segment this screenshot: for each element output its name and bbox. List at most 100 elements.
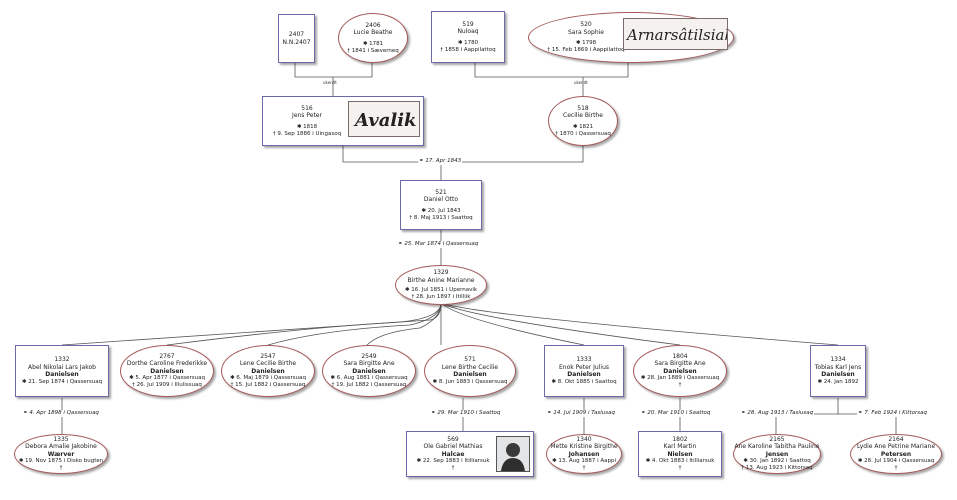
person-surname: Danielsen	[453, 371, 487, 379]
person-name: Ane Karoline Tabitha Pauline	[734, 443, 820, 451]
person-name: Dorthe Caroline Frederikke	[126, 360, 208, 368]
death-date: † 1858 i Aappilattoq	[440, 46, 496, 53]
birth-date: ✱ 8. Jun 1883 i Qassersuaq	[432, 378, 508, 385]
union-label: ⚭ 20. Mar 1910 i Saattoq	[640, 410, 712, 417]
person-2407[interactable]: 2407 N.N.2407	[278, 14, 315, 63]
person-surname: Danielsen	[150, 367, 184, 375]
person-id: 2406	[365, 21, 381, 29]
birth-date: ✱ 13. Aug 1887 i Aappi	[551, 458, 616, 465]
person-surname: Johansen	[568, 450, 600, 458]
person-surname: Danielsen	[352, 367, 386, 375]
person-2767[interactable]: 2767 Dorthe Caroline Frederikke Danielse…	[120, 345, 214, 397]
person-name: N.N.2407	[282, 38, 311, 46]
person-id: 1335	[53, 435, 69, 443]
person-519[interactable]: 519 Nuloaq ✱ 1780 † 1858 i Aappilattoq	[431, 11, 505, 63]
death-date: †	[59, 465, 63, 472]
person-id: 2549	[361, 352, 377, 360]
person-id: 1340	[576, 435, 592, 443]
person-id: 569	[447, 435, 459, 443]
person-id: 1329	[433, 269, 449, 277]
union-label: ⚭ 4. Apr 1898 i Qassersuaq	[22, 410, 100, 417]
person-1340[interactable]: 1340 Mette Kristine Birgithe Johansen ✱ …	[546, 434, 622, 474]
person-2549[interactable]: 2549 Sara Birgitte Ane Danielsen ✱ 6. Au…	[322, 345, 416, 397]
death-date: †	[894, 465, 898, 472]
signature-image: Avalik	[348, 101, 420, 137]
person-name: Daniel Otto	[423, 196, 459, 204]
person-id: 1802	[672, 435, 688, 443]
death-date: † 28. Jun 1897 i Itilliik	[411, 294, 471, 300]
death-date: † 19. Jul 1882 i Qassersuaq	[331, 382, 407, 389]
person-521[interactable]: 521 Daniel Otto ✱ 20. Jul 1843 † 8. Maj …	[400, 180, 482, 230]
death-date: † 15. Jul 1882 i Qassersuaq	[230, 382, 306, 389]
person-1333[interactable]: 1333 Enok Peter Julius Danielsen ✱ 8. Ok…	[544, 345, 624, 397]
union-label: ⚭ 7. Feb 1924 i Kittorsaq	[857, 410, 928, 417]
person-id: 1334	[830, 356, 846, 364]
person-1334[interactable]: 1334 Tobias Karl Jens Danielsen ✱ 24. Ja…	[810, 345, 866, 397]
birth-date: ✱ 1780	[457, 39, 479, 46]
person-1804[interactable]: 1804 Sara Birgitte Ane Danielsen ✱ 28. J…	[633, 345, 727, 397]
union-label: ⚭ 14. Jul 1909 i Tasiusaq	[546, 410, 617, 417]
person-surname: Jensen	[765, 450, 789, 458]
person-name: Mette Kristine Birgithe	[550, 443, 618, 451]
person-1802[interactable]: 1802 Karl Martin Nielsen ✱ 4. Okt 1883 i…	[638, 431, 722, 477]
signature-text: Arnarsâtilsiak	[625, 26, 727, 44]
union-label: ⚭ 25. Mar 1874 i Qassersuaq	[397, 241, 480, 248]
person-id: 2547	[260, 352, 276, 360]
person-571[interactable]: 571 Lene Birthe Cecilie Danielsen ✱ 8. J…	[424, 345, 516, 397]
person-2406[interactable]: 2406 Lucie Beathe ✱ 1781 † 1841 i Sævern…	[338, 13, 408, 63]
birth-date: ✱ 1818	[296, 123, 318, 130]
death-date: †	[678, 465, 682, 472]
person-2547[interactable]: 2547 Lene Cecilie Birthe Danielsen ✱ 6. …	[221, 345, 315, 397]
death-date: †	[678, 382, 682, 389]
person-id: 2767	[159, 352, 175, 360]
person-518[interactable]: 518 Cecilie Birthe ✱ 1821 † 1870 i Qasse…	[548, 96, 618, 146]
death-date: † 1841 i Sæverneq	[347, 47, 399, 54]
person-id: 2165	[769, 435, 785, 443]
person-1329[interactable]: 1329 Birthe Anine Marianne ✱ 16. Jul 185…	[395, 265, 487, 305]
person-2164[interactable]: 2164 Lydie Ane Petrine Mariane Petersen …	[850, 434, 942, 474]
person-name: Jens Peter	[292, 112, 322, 120]
person-name: Sara Birgitte Ane	[654, 360, 706, 368]
person-name: Debora Amalie Jakobine	[25, 443, 97, 451]
union-unknown-right: ukendt	[574, 80, 588, 85]
birth-date: ✱ 21. Sep 1874 i Qassersuaq	[21, 378, 103, 385]
signature-image: Arnarsâtilsiak	[623, 18, 728, 50]
person-id: 1332	[54, 356, 70, 364]
birth-date: ✱ 1798	[575, 40, 597, 47]
death-date: †	[582, 465, 586, 472]
person-name: Lene Birthe Cecilie	[441, 363, 499, 371]
birth-date: ✱ 28. Jan 1889 i Qassersuaq	[640, 375, 720, 382]
death-date: † 8. Maj 1913 i Saattoq	[409, 214, 473, 221]
death-date: † 26. Jul 1909 i Illulissuaq	[132, 382, 202, 389]
person-1332[interactable]: 1332 Abel Nikolai Lars Jakob Danielsen ✱…	[15, 345, 109, 397]
death-date: † 1870 i Qassersuaq	[555, 130, 611, 137]
person-1335[interactable]: 1335 Debora Amalie Jakobine Wærver ✱ 19.…	[14, 434, 108, 474]
birth-date: ✱ 1781	[362, 40, 384, 47]
person-name: Tobias Karl Jens	[814, 363, 862, 371]
birth-date: ✱ 1821	[572, 123, 594, 130]
person-surname: Danielsen	[567, 371, 601, 379]
person-surname: Wærver	[47, 450, 75, 458]
birth-date: ✱ 30. Jan 1892 i Saattoq	[743, 458, 811, 465]
person-name: Birthe Anine Marianne	[407, 276, 475, 284]
person-id: 520	[580, 21, 592, 29]
union-label: ⚭ 29. Mar 1910 i Saattoq	[430, 410, 502, 417]
person-name: Lene Cecilie Birthe	[239, 360, 297, 368]
birth-date: ✱ 24. Jan 1892	[817, 378, 859, 385]
person-surname: Nielsen	[667, 450, 693, 458]
birth-date: ✱ 20. Jul 1843	[421, 207, 461, 214]
person-id: 571	[464, 356, 476, 364]
person-surname: Danielsen	[663, 367, 697, 375]
person-id: 2164	[888, 435, 904, 443]
birth-date: ✱ 6. Aug 1881 i Qassersuaq	[330, 375, 408, 382]
death-date: † 13. Aug 1923 i Kittorsaq	[741, 465, 813, 472]
person-name: Lucie Beathe	[353, 29, 393, 37]
death-date: † 9. Sep 1886 i Uingasoq	[272, 130, 342, 137]
birth-date: ✱ 22. Sep 1883 i Itilliarsuk	[416, 458, 490, 465]
birth-date: ✱ 28. Jul 1904 i Qassersuaq	[857, 458, 935, 465]
person-2165[interactable]: 2165 Ane Karoline Tabitha Pauline Jensen…	[733, 434, 821, 474]
person-id: 2407	[288, 31, 305, 38]
birth-date: ✱ 5. Apr 1877 i Qassersuaq	[129, 375, 205, 382]
person-surname: Danielsen	[251, 367, 285, 375]
